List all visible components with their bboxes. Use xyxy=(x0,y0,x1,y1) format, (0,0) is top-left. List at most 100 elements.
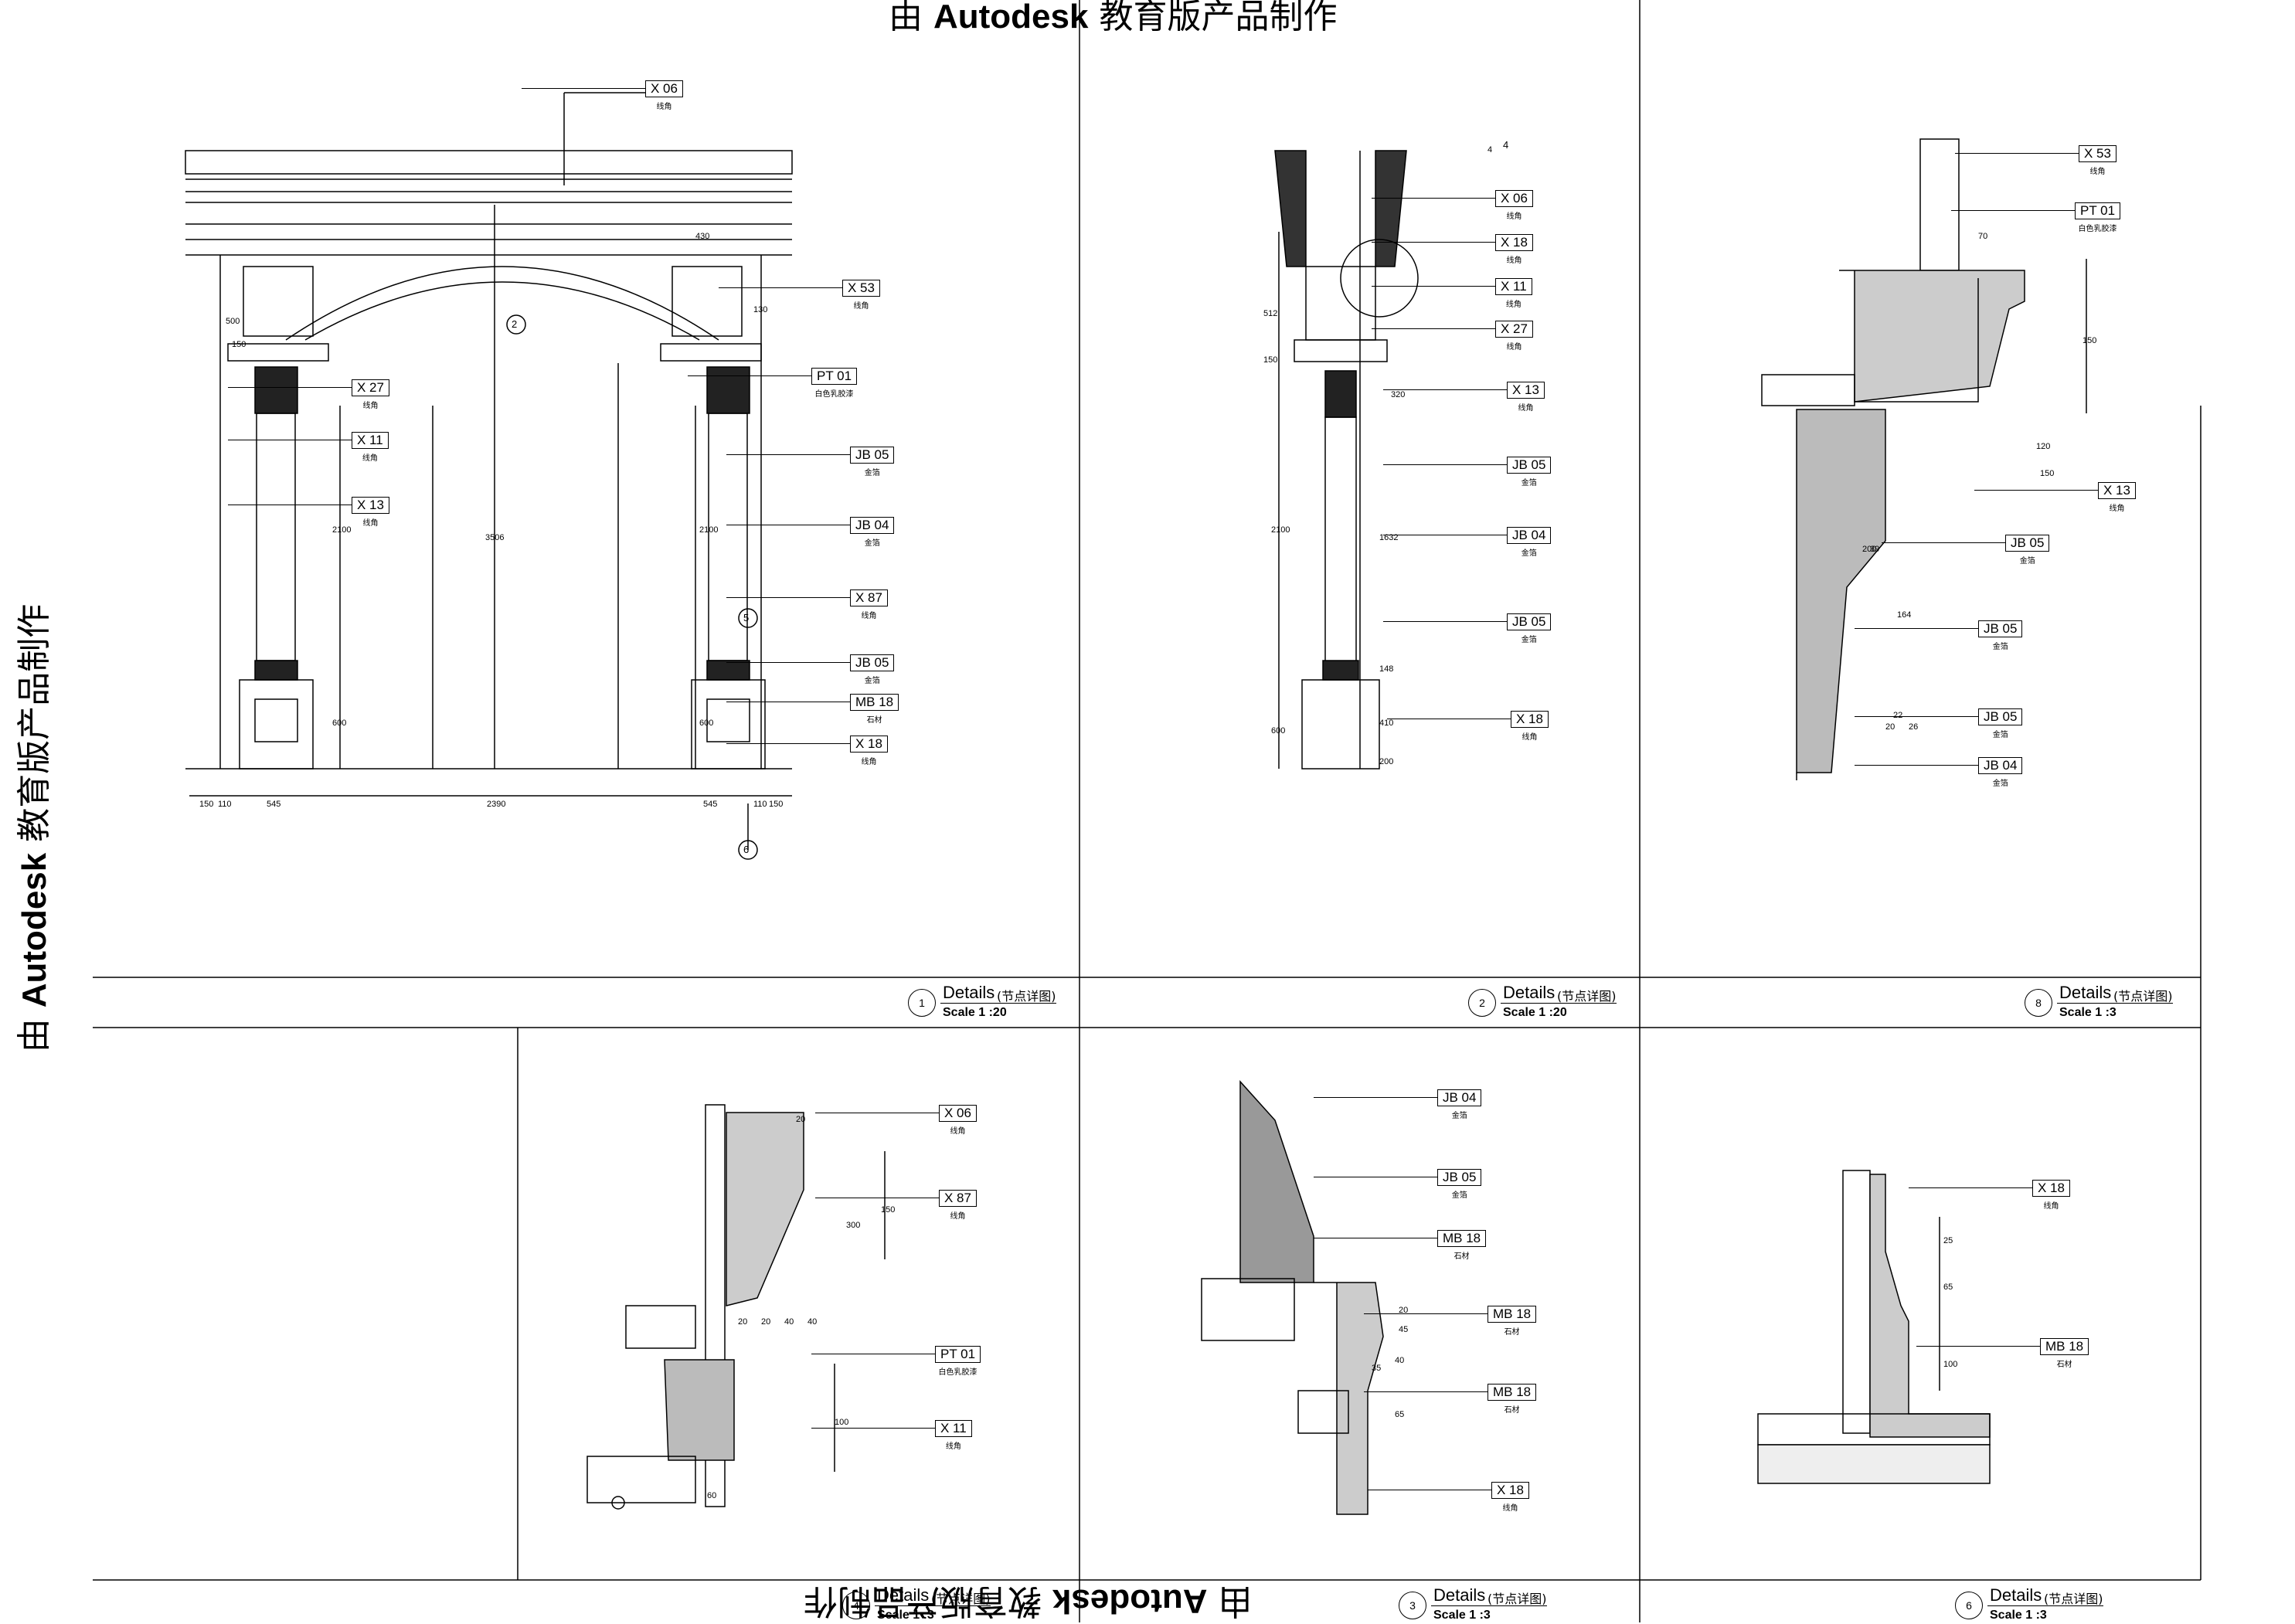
material-tag-code: X 06 xyxy=(939,1105,977,1122)
detail-title: Details xyxy=(1503,983,1556,1002)
material-tag-note: 线角 xyxy=(2089,168,2106,176)
detail-title: Details xyxy=(877,1585,930,1605)
material-tag-note: 石材 xyxy=(866,716,882,725)
material-tag-code: MB 18 xyxy=(850,694,899,711)
material-tag-code: JB 05 xyxy=(1978,708,2023,725)
material-tag-note: 石材 xyxy=(2056,1361,2072,1369)
leader-line xyxy=(1855,716,1978,717)
material-tag-code: X 27 xyxy=(352,379,389,396)
material-tag-code: JB 05 xyxy=(850,447,895,464)
material-tag-note: 石材 xyxy=(1504,1328,1520,1337)
dimension-label: 25 xyxy=(1943,1236,1953,1245)
dimension-label: 130 xyxy=(753,305,768,314)
leader-line xyxy=(1372,242,1495,243)
detail-title-cn: (节点详图) xyxy=(1557,989,1617,1004)
material-tag-code: X 06 xyxy=(645,80,683,97)
dimension-label: 4 xyxy=(1488,145,1493,155)
dimension-label: 65 xyxy=(1943,1283,1953,1292)
material-tag-note: 线角 xyxy=(1506,212,1522,221)
dimension-label: 2100 xyxy=(699,525,719,535)
watermark-brand: Autodesk xyxy=(15,852,54,1008)
dimension-label: 320 xyxy=(1391,390,1406,399)
material-tag-code: X 18 xyxy=(1495,234,1533,251)
title-underline xyxy=(1431,1605,1547,1606)
material-tag-note: 金箔 xyxy=(864,677,880,685)
material-tag-note: 金箔 xyxy=(1521,549,1537,558)
dimension-label: 150 xyxy=(199,800,214,809)
material-tag-note: 线角 xyxy=(1506,257,1522,265)
dimension-label: 300 xyxy=(846,1221,861,1230)
watermark-suffix: 教育版产品制作 xyxy=(1099,0,1338,36)
dimension-label: 35 xyxy=(1372,1364,1382,1373)
material-tag-note: 线角 xyxy=(656,103,672,111)
material-tag-note: 线角 xyxy=(853,302,869,311)
material-tag-code: JB 05 xyxy=(1507,613,1552,630)
leader-line xyxy=(1372,286,1495,287)
material-tag-note: 线角 xyxy=(362,519,379,528)
detail-number-circle: 3 xyxy=(1399,1592,1426,1619)
detail-4-drawing xyxy=(586,1104,886,1510)
material-tag-note: 线角 xyxy=(861,758,877,766)
dimension-label: 150 xyxy=(232,340,246,349)
leader-line xyxy=(726,743,850,744)
material-tag-code: X 13 xyxy=(352,497,389,514)
material-tag-note: 白色乳胶漆 xyxy=(938,1368,978,1377)
leader-line xyxy=(228,387,352,388)
dimension-label: 600 xyxy=(699,719,714,728)
material-tag-note: 金箔 xyxy=(1992,643,2008,651)
dimension-label: 3506 xyxy=(485,533,505,542)
dimension-label: 45 xyxy=(1399,1325,1409,1334)
material-tag-code: X 18 xyxy=(1491,1482,1529,1499)
material-tag-code: MB 18 xyxy=(1488,1306,1537,1323)
dimension-label: 60 xyxy=(707,1491,717,1500)
material-tag-code: MB 18 xyxy=(1437,1230,1487,1247)
material-tag-note: 线角 xyxy=(2043,1202,2059,1211)
material-tag: MB 18 石材 xyxy=(726,694,899,725)
material-tag-note: 线角 xyxy=(950,1127,966,1136)
leader-line xyxy=(522,88,645,89)
material-tag-note: 石材 xyxy=(1454,1252,1470,1261)
dimension-label: 200 xyxy=(1862,545,1877,554)
material-tag-code: JB 05 xyxy=(1978,620,2023,637)
dimension-label: 110 xyxy=(218,800,232,809)
leader-line xyxy=(1951,210,2075,211)
leader-line xyxy=(1955,153,2079,154)
material-tag-code: X 87 xyxy=(850,589,888,606)
material-tag: MB 18 石材 xyxy=(1364,1306,1537,1337)
material-tag-code: X 11 xyxy=(1495,278,1532,295)
material-tag-code: PT 01 xyxy=(935,1346,981,1363)
title-underline xyxy=(940,1003,1056,1004)
detail-scale: Scale 1 :3 xyxy=(1990,1609,2047,1622)
material-tag-note: 线角 xyxy=(2109,505,2125,513)
material-tag: JB 05 金箔 xyxy=(1855,620,2023,651)
material-tag-note: 金箔 xyxy=(1992,731,2008,739)
leader-line xyxy=(1314,1097,1437,1098)
material-tag-note: 线角 xyxy=(1518,404,1534,413)
watermark-prefix: 由 xyxy=(1218,1582,1253,1621)
dimension-label: 1632 xyxy=(1379,533,1399,542)
material-tag-note: 金箔 xyxy=(864,469,880,477)
watermark-left: 由 Autodesk 教育版产品制作 xyxy=(15,604,54,1052)
dimension-label: 40 xyxy=(784,1317,794,1327)
material-tag-note: 线角 xyxy=(945,1442,961,1451)
watermark-prefix: 由 xyxy=(2291,604,2295,638)
material-tag-code: X 27 xyxy=(1495,321,1533,338)
title-underline xyxy=(875,1605,991,1606)
